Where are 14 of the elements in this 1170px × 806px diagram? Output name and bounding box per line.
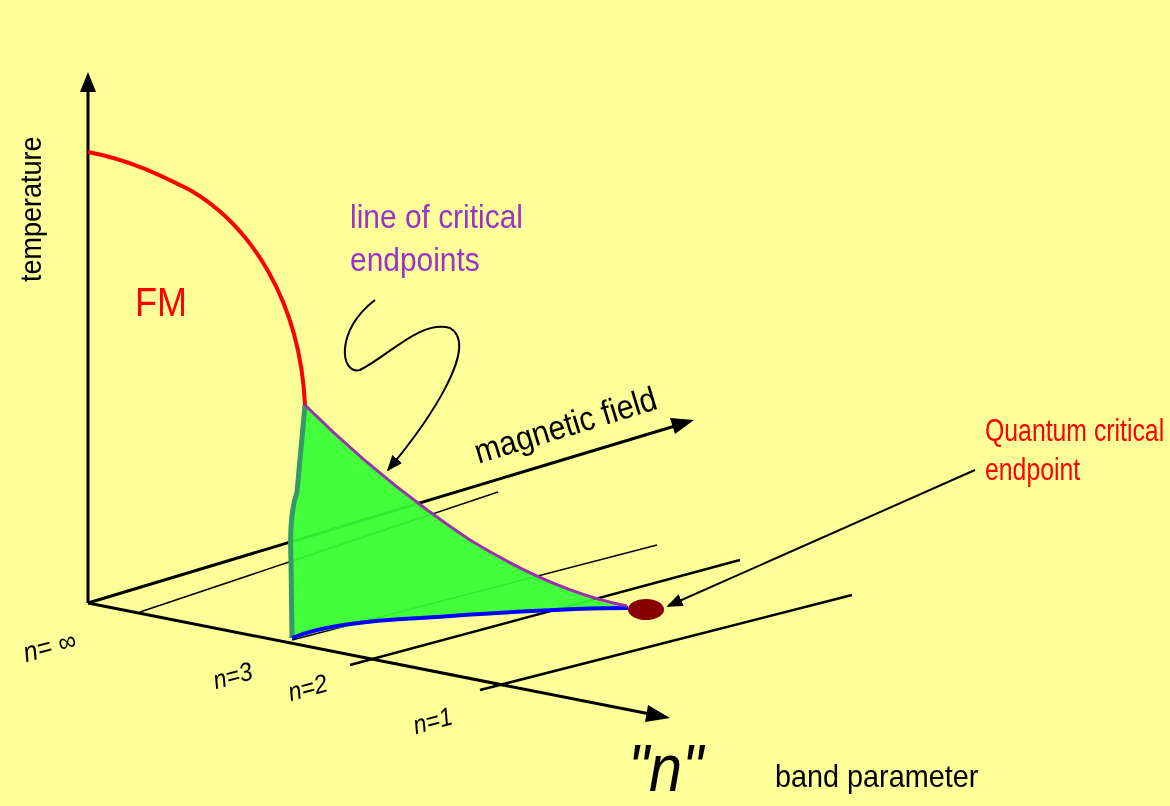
endpoint-dot	[628, 599, 664, 620]
axis-label: temperature	[16, 136, 46, 282]
callout-text: Quantum critical endpoint	[985, 412, 1165, 490]
callout-text: line of critical endpoints	[350, 195, 588, 280]
leader-line	[666, 469, 976, 607]
axis-label: "n"	[628, 735, 704, 801]
axis-label: n= ∞	[20, 626, 80, 668]
leader-line	[344, 299, 460, 472]
axis-label: n=1	[410, 702, 456, 739]
axis-label: FM	[135, 282, 187, 322]
axis-label: magnetic field	[470, 380, 661, 469]
axis-label: n=3	[210, 657, 256, 694]
axis-label: band parameter	[775, 760, 979, 792]
axis-label: n=2	[285, 669, 331, 706]
